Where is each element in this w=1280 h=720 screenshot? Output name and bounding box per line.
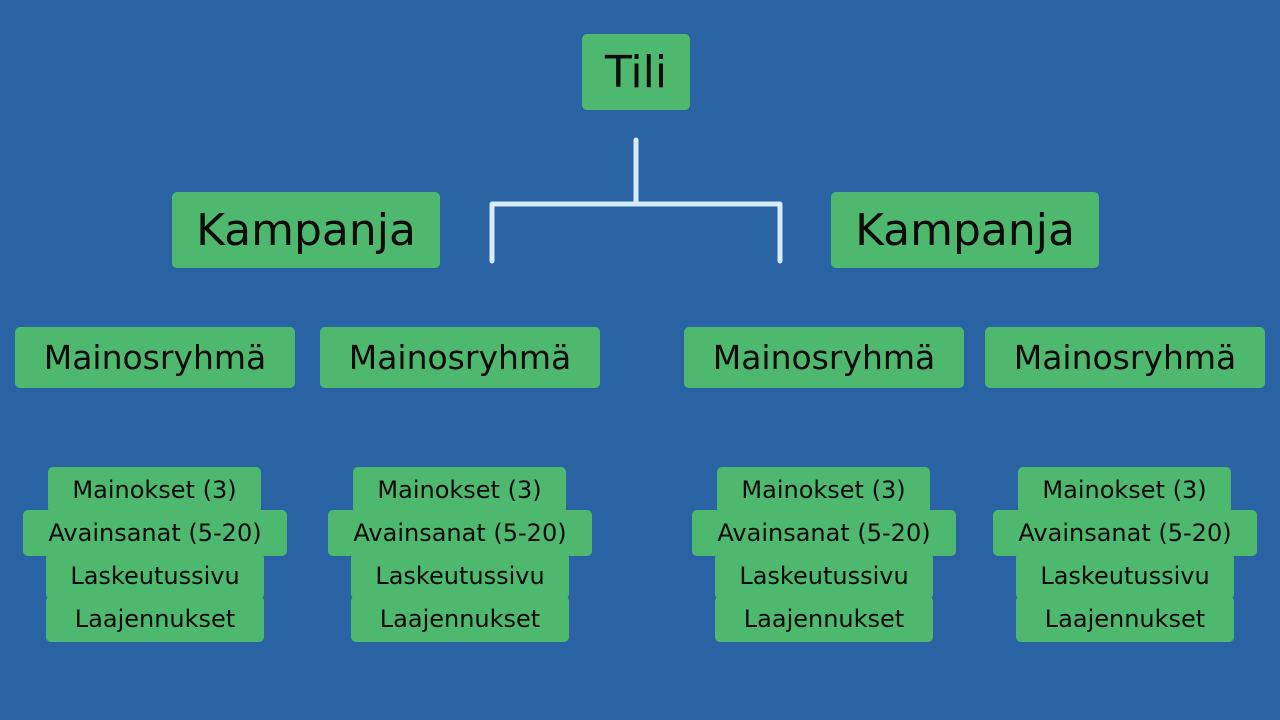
campaign-node-left: Kampanja [172, 192, 440, 268]
adgroup-label: Mainosryhmä [1013, 338, 1237, 377]
keywords-item: Avainsanat (5-20) [692, 510, 956, 556]
ads-label: Mainokset (3) [741, 476, 906, 504]
campaign-label: Kampanja [196, 204, 416, 256]
extensions-item: Laajennukset [1016, 596, 1234, 642]
root-node-tili: Tili [582, 34, 690, 110]
landing-page-label: Laskeutussivu [70, 562, 240, 590]
adgroup-node-1: Mainosryhmä [15, 327, 295, 388]
connector-root-to-campaigns [489, 201, 783, 264]
extensions-label: Laajennukset [1044, 605, 1206, 633]
keywords-item: Avainsanat (5-20) [23, 510, 287, 556]
landing-page-item: Laskeutussivu [351, 553, 569, 599]
keywords-label: Avainsanat (5-20) [717, 519, 931, 547]
campaign-node-right: Kampanja [831, 192, 1099, 268]
extensions-item: Laajennukset [351, 596, 569, 642]
ads-label: Mainokset (3) [72, 476, 237, 504]
adgroup-label: Mainosryhmä [348, 338, 572, 377]
ads-label: Mainokset (3) [1042, 476, 1207, 504]
extensions-label: Laajennukset [74, 605, 236, 633]
ads-item: Mainokset (3) [48, 467, 261, 513]
keywords-item: Avainsanat (5-20) [993, 510, 1257, 556]
landing-page-label: Laskeutussivu [375, 562, 545, 590]
extensions-item: Laajennukset [715, 596, 933, 642]
landing-page-item: Laskeutussivu [715, 553, 933, 599]
ads-item: Mainokset (3) [717, 467, 930, 513]
keywords-label: Avainsanat (5-20) [48, 519, 262, 547]
keywords-item: Avainsanat (5-20) [328, 510, 592, 556]
adgroup-label: Mainosryhmä [43, 338, 267, 377]
root-label: Tili [604, 46, 668, 98]
landing-page-label: Laskeutussivu [739, 562, 909, 590]
ads-item: Mainokset (3) [353, 467, 566, 513]
extensions-label: Laajennukset [743, 605, 905, 633]
landing-page-item: Laskeutussivu [46, 553, 264, 599]
keywords-label: Avainsanat (5-20) [353, 519, 567, 547]
adgroup-label: Mainosryhmä [712, 338, 936, 377]
adgroup-node-4: Mainosryhmä [985, 327, 1265, 388]
ads-item: Mainokset (3) [1018, 467, 1231, 513]
keywords-label: Avainsanat (5-20) [1018, 519, 1232, 547]
adgroup-node-3: Mainosryhmä [684, 327, 964, 388]
extensions-item: Laajennukset [46, 596, 264, 642]
adgroup-node-2: Mainosryhmä [320, 327, 600, 388]
campaign-label: Kampanja [855, 204, 1075, 256]
landing-page-item: Laskeutussivu [1016, 553, 1234, 599]
extensions-label: Laajennukset [379, 605, 541, 633]
ads-label: Mainokset (3) [377, 476, 542, 504]
landing-page-label: Laskeutussivu [1040, 562, 1210, 590]
